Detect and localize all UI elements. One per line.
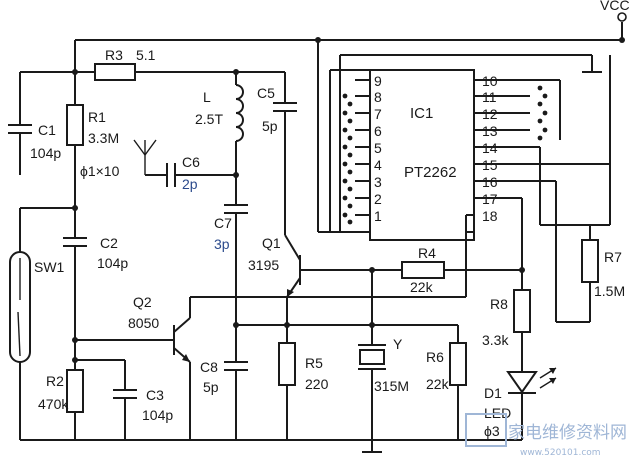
- ic1-chip: [317, 40, 475, 241]
- c5-ref: C5: [257, 85, 275, 101]
- c7-value: 3p: [214, 236, 230, 252]
- r5-ref: R5: [305, 355, 323, 371]
- ic1-pin-12: 12: [482, 106, 498, 122]
- ic1-pin-16: 16: [482, 174, 498, 190]
- c1-value: 104p: [30, 145, 61, 161]
- watermark-url: www.520101.com: [520, 448, 601, 458]
- capacitor-c1: [8, 72, 32, 175]
- ic1-pin-4: 4: [374, 157, 382, 173]
- inductor-l: [235, 72, 244, 205]
- r1-ref: R1: [88, 109, 106, 125]
- q1-value: 3195: [248, 257, 279, 273]
- ic1-pin-9: 9: [374, 73, 382, 89]
- c1-ref: C1: [38, 122, 56, 138]
- reed-switch-sw1: [9, 207, 75, 440]
- ic1-pin-11: 11: [482, 89, 497, 105]
- ic1-pin-8: 8: [374, 89, 382, 105]
- q2-value: 8050: [128, 315, 159, 331]
- resistor-r5: [278, 325, 296, 440]
- vcc-label: VCC: [600, 0, 630, 13]
- resistor-r3: [20, 63, 239, 81]
- antenna-label: ϕ1×10: [80, 163, 120, 179]
- ic1-pin-7: 7: [374, 106, 382, 122]
- q2-ref: Q2: [133, 294, 152, 310]
- capacitor-c6: [166, 163, 239, 187]
- r3-ref: R3: [105, 47, 123, 63]
- ic1-pin-1: 1: [374, 208, 382, 224]
- c6-ref: C6: [182, 154, 200, 170]
- q1-ref: Q1: [262, 235, 281, 251]
- r2-ref: R2: [46, 373, 64, 389]
- capacitor-c2: [63, 208, 87, 340]
- ic1-left-pin-numbers: 9 8 7 6 5 4 3 2 1: [374, 73, 382, 224]
- watermark-text: 家电维修资料网: [508, 423, 627, 443]
- r8-value: 3.3k: [482, 332, 509, 348]
- ic1-pin-10: 10: [482, 73, 498, 89]
- resistor-r4: [369, 261, 525, 279]
- capacitor-c7: [224, 204, 248, 328]
- l-ref: L: [203, 89, 211, 105]
- r5-value: 220: [305, 376, 329, 392]
- ic1-pin-13: 13: [482, 123, 498, 139]
- resistor-r6: [372, 324, 467, 440]
- ic1-left-pins: [329, 54, 602, 232]
- c3-ref: C3: [146, 387, 164, 403]
- led-d1: [506, 367, 557, 440]
- r6-ref: R6: [426, 349, 444, 365]
- c2-ref: C2: [100, 235, 118, 251]
- ic1-pin-5: 5: [374, 140, 382, 156]
- resistor-r1: [66, 72, 84, 211]
- r8-ref: R8: [490, 296, 508, 312]
- c8-ref: C8: [200, 359, 218, 375]
- resistor-r2: [66, 340, 84, 440]
- c8-value: 5p: [203, 379, 219, 395]
- transistor-q1: [284, 234, 372, 328]
- r4-ref: R4: [418, 245, 436, 261]
- c5-value: 5p: [262, 118, 278, 134]
- ic1-pin-6: 6: [374, 123, 382, 139]
- c3-value: 104p: [142, 407, 173, 423]
- crystal-y: [358, 270, 386, 453]
- capacitor-c5: [236, 71, 297, 235]
- c6-value: 2p: [182, 176, 198, 192]
- ic1-name: IC1: [410, 105, 433, 122]
- r7-ref: R7: [604, 249, 622, 265]
- r1-value: 3.3M: [88, 130, 119, 146]
- y-value: 315M: [374, 378, 409, 394]
- c7-ref: C7: [214, 215, 232, 231]
- antenna: [133, 139, 167, 176]
- ic1-pin-17: 17: [482, 191, 498, 207]
- ic1-pin-3: 3: [374, 174, 382, 190]
- resistor-r8: [513, 198, 531, 372]
- r2-value: 470k: [38, 396, 69, 412]
- r3-value: 5.1: [136, 47, 156, 63]
- d1-ref: D1: [484, 385, 502, 401]
- capacitor-c3: [75, 359, 137, 440]
- d1-size: ϕ3: [484, 423, 500, 439]
- ic1-right-pin-numbers: 10 11 12 13 14 15 16 17 18: [482, 73, 498, 224]
- ic1-part: PT2262: [404, 164, 457, 181]
- vcc-rail: [74, 12, 627, 72]
- ic1-pin-2: 2: [374, 191, 382, 207]
- ic1-pin-18: 18: [482, 208, 498, 224]
- ic1-pin-14: 14: [482, 140, 498, 156]
- y-ref: Y: [393, 336, 403, 352]
- r7-value: 1.5M: [594, 283, 625, 299]
- watermark: 家电维修资料网 www.520101.com: [465, 413, 627, 458]
- c2-value: 104p: [97, 255, 128, 271]
- r6-value: 22k: [426, 376, 450, 392]
- sw1-ref: SW1: [34, 259, 65, 275]
- resistor-r7: [555, 181, 599, 323]
- l-value: 2.5T: [195, 111, 223, 127]
- ic1-right-pins: [465, 55, 611, 297]
- ic1-pin-15: 15: [482, 157, 498, 173]
- capacitor-c8: [224, 324, 372, 440]
- r4-value: 22k: [410, 279, 434, 295]
